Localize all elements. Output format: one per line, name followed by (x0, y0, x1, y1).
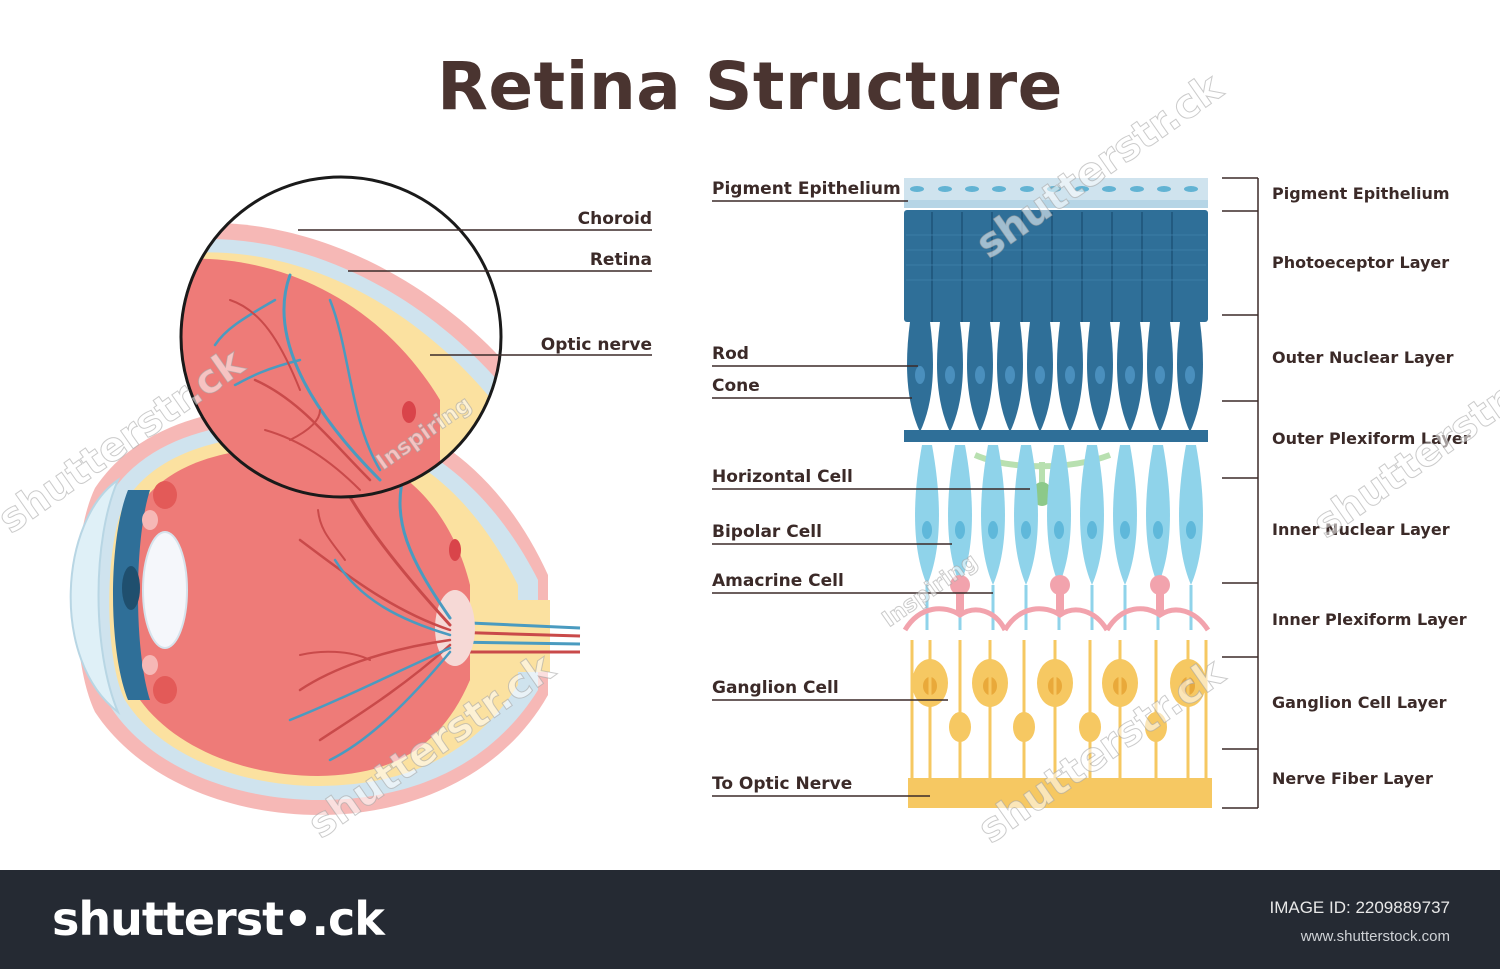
layer-bracket (1222, 177, 1259, 809)
label-pigment-epithelium: Pigment Epithelium (712, 179, 901, 199)
label-horizontal-cell: Horizontal Cell (712, 467, 853, 487)
retina-illustration (69, 175, 1259, 815)
image-id: IMAGE ID: 2209889737 (1269, 898, 1450, 917)
label-optic-nerve: Optic nerve (540, 335, 652, 355)
layer-label-outer-nuclear: Outer Nuclear Layer (1272, 348, 1454, 367)
label-cone: Cone (712, 376, 760, 396)
photoreceptor-band (904, 210, 1208, 322)
layer-label-nerve-fiber: Nerve Fiber Layer (1272, 769, 1433, 788)
label-choroid: Choroid (577, 209, 652, 229)
label-ganglion-cell: Ganglion Cell (712, 678, 839, 698)
nerve-fiber-band (908, 778, 1212, 808)
layer-label-outer-plexiform: Outer Plexiform Layer (1272, 429, 1471, 448)
label-rod: Rod (712, 344, 749, 364)
label-amacrine-cell: Amacrine Cell (712, 571, 844, 591)
label-bipolar-cell: Bipolar Cell (712, 522, 822, 542)
eyeball-cross-section (69, 404, 581, 815)
layer-label-inner-plexiform: Inner Plexiform Layer (1272, 610, 1467, 629)
brand-logo: shutterst•.ck (52, 892, 385, 946)
site-url: www.shutterstock.com (1300, 928, 1450, 945)
eye-leader-lines (298, 229, 652, 356)
retina-layer-stack (902, 178, 1212, 808)
layer-label-ganglion-cell: Ganglion Cell Layer (1272, 693, 1447, 712)
cell-leader-lines (712, 200, 1030, 797)
layer-label-photoreceptor: Photoeceptor Layer (1272, 253, 1450, 272)
label-retina: Retina (589, 250, 652, 270)
layer-label-pigment-epithelium: Pigment Epithelium (1272, 184, 1450, 203)
layer-label-inner-nuclear: Inner Nuclear Layer (1272, 520, 1450, 539)
diagram-canvas: Retina Structure (0, 48, 1500, 854)
page-title: Retina Structure (437, 48, 1063, 125)
label-to-optic-nerve: To Optic Nerve (712, 774, 853, 794)
footer-bar: shutterst•.ck IMAGE ID: 2209889737 www.s… (0, 870, 1500, 969)
